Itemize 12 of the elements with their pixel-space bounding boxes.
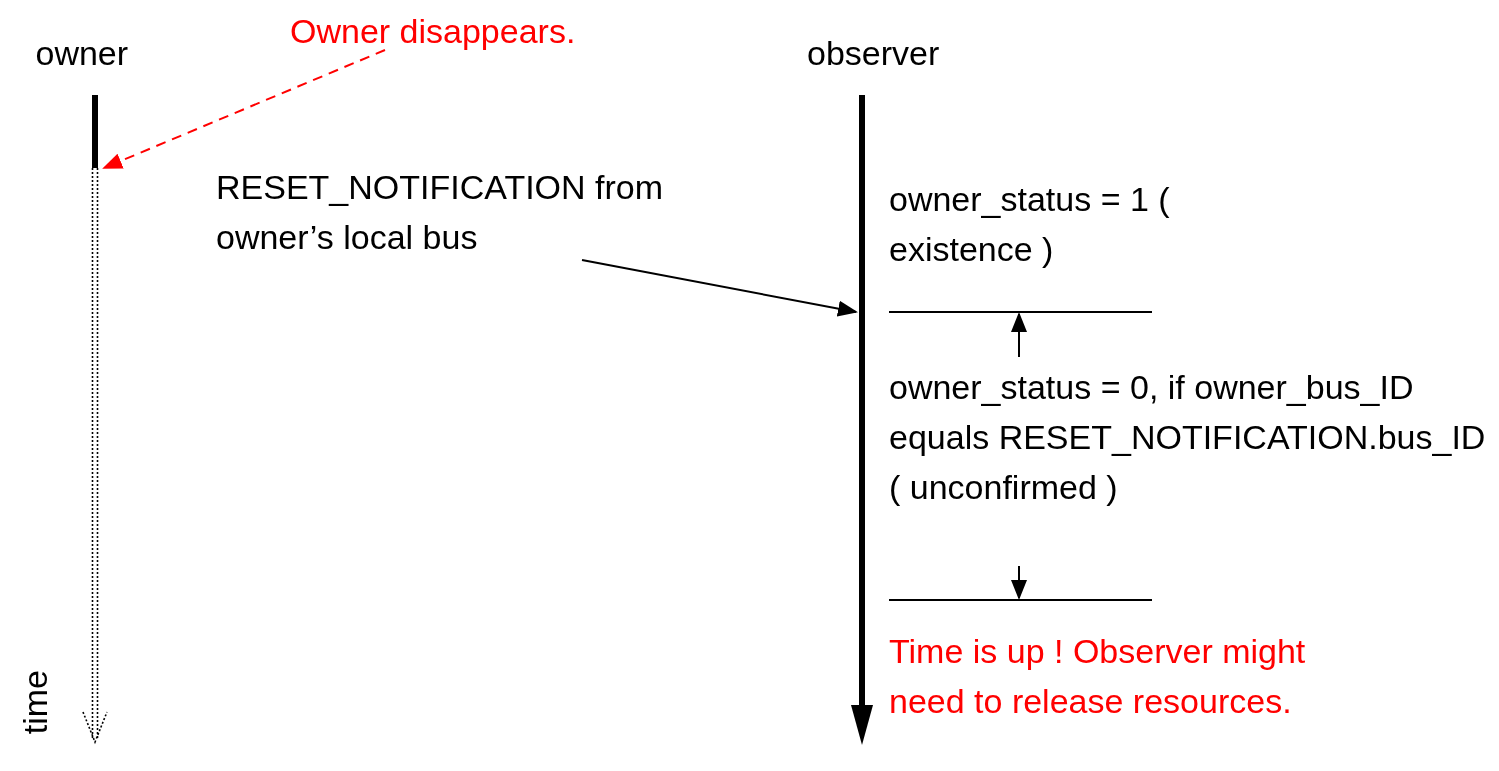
message-label: RESET_NOTIFICATION from owner’s local bus xyxy=(216,162,696,262)
axis-label: time xyxy=(15,670,55,735)
lifeline-heading: owner xyxy=(35,33,129,74)
timeout-note: Time is up ! Observer might need to release resources. xyxy=(889,631,1307,722)
arrow xyxy=(581,259,858,317)
status-note: owner_status = 0, if owner_bus_ID equals RESET_NOTIFICATION.bus_ID ( unconfirmed ) xyxy=(889,367,1487,508)
status-note: owner_status = 1 ( existence ) xyxy=(889,179,1171,270)
arrow xyxy=(102,49,386,169)
lifeline-drawing xyxy=(81,95,109,742)
lifeline-heading: observer xyxy=(807,33,940,74)
annotation-text: Owner disappears. xyxy=(290,6,650,56)
lifeline-arrow xyxy=(848,95,876,745)
